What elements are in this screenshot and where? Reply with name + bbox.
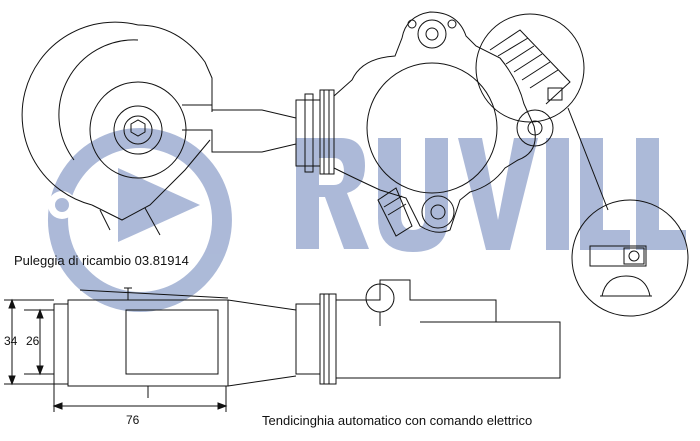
dimension-lines <box>4 298 228 412</box>
tensioner-side-view <box>53 279 561 398</box>
ruville-watermark-logo <box>47 128 686 312</box>
dimension-inner-height-label: 26 <box>26 334 40 348</box>
detail-callouts <box>475 13 689 317</box>
tensioner-line-drawing <box>4 11 689 412</box>
spare-pulley-caption: Puleggia di ricambio 03.81914 <box>14 253 189 268</box>
dimension-outer-height-label: 34 <box>4 334 18 348</box>
product-caption: Tendicinghia automatico con comando elet… <box>262 413 533 428</box>
dimension-width-label: 76 <box>126 413 140 427</box>
ruville-emblem <box>47 128 232 312</box>
pulley-top-view <box>21 21 213 236</box>
motor-housing-top-view <box>333 11 571 237</box>
